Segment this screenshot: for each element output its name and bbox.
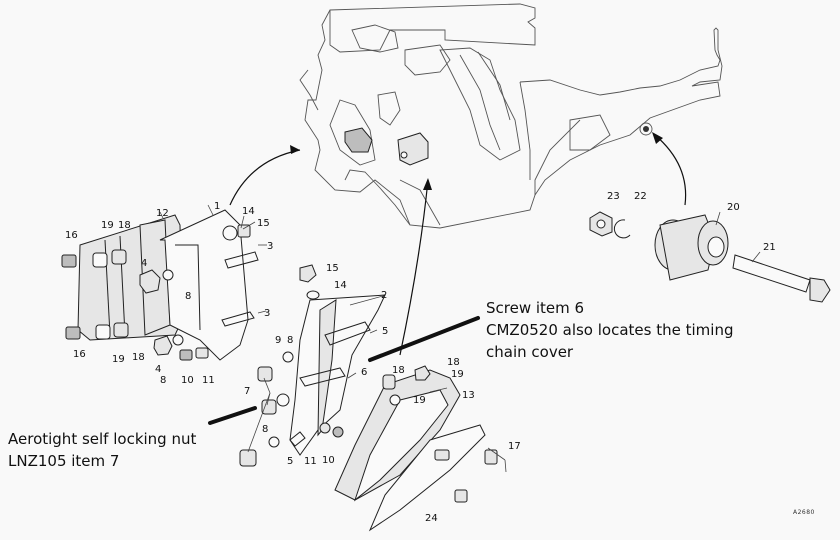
callout-11a: 11 (202, 375, 215, 386)
callout-14a: 14 (242, 206, 255, 217)
engine-block (299, 3, 723, 229)
arrow-rear-mount (654, 134, 687, 206)
screw-annotation: Screw item 6 CMZ0520 also locates the ti… (486, 297, 733, 363)
callout-24: 24 (425, 513, 438, 524)
callout-5a: 5 (382, 326, 388, 337)
callout-4b: 4 (155, 364, 161, 375)
front-bracket (239, 264, 386, 467)
arrow-front-bracket (399, 179, 429, 356)
callout-8b: 8 (160, 375, 166, 386)
callout-18d: 18 (447, 357, 460, 368)
left-mount-assembly (61, 209, 259, 361)
callout-10b: 10 (322, 455, 335, 466)
callout-7: 7 (244, 386, 250, 397)
callout-15b: 15 (326, 263, 339, 274)
callout-12: 12 (156, 208, 169, 219)
callout-10a: 10 (181, 375, 194, 386)
screw-note-line1: Screw item 6 (486, 299, 585, 317)
callout-15a: 15 (257, 218, 270, 229)
callout-9: 9 (275, 335, 281, 346)
nut-note-line2: LNZ105 item 7 (8, 452, 120, 470)
screw-pointer-line (368, 316, 480, 362)
assembly-arrows (229, 132, 687, 356)
screw-note-line3: chain cover (486, 343, 574, 361)
callout-22: 22 (634, 191, 647, 202)
callout-19c: 19 (413, 395, 426, 406)
callout-14b: 14 (334, 280, 347, 291)
nut-note-line1: Aerotight self locking nut (8, 430, 197, 448)
screw-note-line2: CMZ0520 also locates the timing (486, 321, 734, 339)
callout-1: 1 (214, 201, 220, 212)
callout-5b: 5 (287, 456, 293, 467)
callout-labels: 1 2 3 3 4 4 5 5 6 7 8 8 8 8 9 10 10 11 1… (65, 191, 776, 524)
callout-19a: 19 (101, 220, 114, 231)
callout-3a: 3 (267, 241, 273, 252)
callout-11b: 11 (304, 456, 317, 467)
callout-20: 20 (727, 202, 740, 213)
callout-3b: 3 (264, 308, 270, 319)
callout-18a: 18 (118, 220, 131, 231)
leader-lines (159, 204, 761, 473)
nut-pointer-line (208, 406, 257, 425)
callout-19d: 19 (451, 369, 464, 380)
callout-16b: 16 (73, 349, 86, 360)
rear-mount (589, 211, 831, 303)
callout-16a: 16 (65, 230, 78, 241)
callout-21: 21 (763, 242, 776, 253)
callout-17: 17 (508, 441, 521, 452)
rear-brackets (334, 365, 498, 532)
callout-18b: 18 (132, 352, 145, 363)
callout-8c: 8 (287, 335, 293, 346)
arrow-left-mount (229, 149, 301, 206)
callout-4a: 4 (141, 258, 147, 269)
callout-23: 23 (607, 191, 620, 202)
nut-annotation: Aerotight self locking nut LNZ105 item 7 (8, 428, 196, 472)
callout-2: 2 (381, 290, 387, 301)
callout-18c: 18 (392, 365, 405, 376)
callout-13: 13 (462, 390, 475, 401)
callout-8a: 8 (185, 291, 191, 302)
drawing-reference-code: A2680 (793, 509, 815, 516)
callout-19b: 19 (112, 354, 125, 365)
callout-6: 6 (361, 367, 367, 378)
callout-8d: 8 (262, 424, 268, 435)
